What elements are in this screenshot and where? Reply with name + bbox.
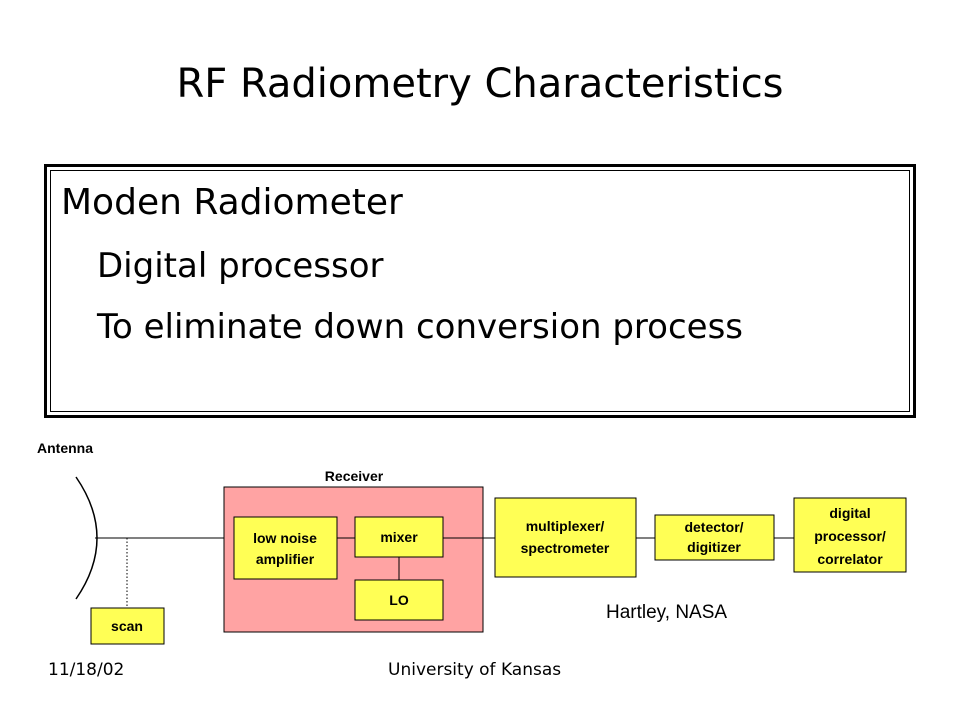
antenna-label: Antenna	[37, 440, 93, 456]
lo-label: LO	[389, 592, 409, 608]
scan-label: scan	[111, 618, 143, 634]
bullet-digital-processor: Digital processor	[97, 246, 384, 286]
digital-processor-box	[793, 497, 907, 573]
multiplexer-box	[494, 497, 637, 578]
image-credit: Hartley, NASA	[606, 602, 728, 623]
antenna-dish	[75, 476, 98, 600]
processor-label-line-2: processor/	[814, 528, 886, 544]
bullet-moden-radiometer: Moden Radiometer	[61, 182, 403, 223]
detector-label-line-1: detector/	[684, 519, 743, 535]
lna-label-line-2: amplifier	[256, 551, 315, 567]
mixer-label: mixer	[380, 529, 418, 545]
receiver-label: Receiver	[325, 468, 384, 484]
detector-label-line-2: digitizer	[687, 539, 741, 555]
lo-box	[354, 579, 444, 621]
multiplexer-label-line-1: multiplexer/	[526, 518, 605, 534]
processor-label-line-1: digital	[829, 505, 870, 521]
footer-date: 11/18/02	[48, 660, 125, 680]
multiplexer-label-line-2: spectrometer	[521, 540, 610, 556]
slide-title: RF Radiometry Characteristics	[176, 61, 784, 107]
detector-box	[654, 514, 775, 561]
scan-box	[90, 607, 165, 645]
bullet-box: Moden Radiometer Digital processor To el…	[44, 164, 916, 418]
lna-label-line-1: low noise	[253, 530, 317, 546]
processor-label-line-3: correlator	[817, 551, 883, 567]
lna-box	[233, 516, 338, 580]
bullet-eliminate-down-conversion: To eliminate down conversion process	[97, 307, 743, 347]
footer-organization: University of Kansas	[388, 660, 562, 680]
